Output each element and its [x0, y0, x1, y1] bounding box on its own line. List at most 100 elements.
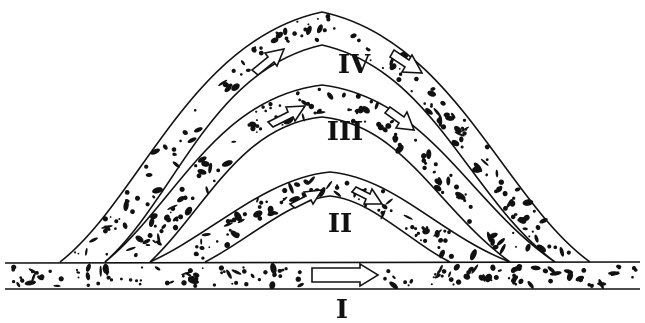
speckle-dot: [213, 180, 216, 183]
speckle-dot: [162, 143, 169, 150]
speckle-dot: [292, 31, 297, 36]
speckle-dot: [194, 164, 197, 167]
speckle-dot: [85, 248, 88, 256]
speckle-dot: [199, 245, 205, 250]
speckle-dot: [345, 181, 350, 186]
speckle-dot: [250, 46, 257, 54]
speckle-dot: [172, 153, 175, 156]
speckle-dot: [307, 23, 309, 25]
speckle-dot: [318, 88, 321, 91]
speckle-dot: [394, 133, 397, 136]
speckle-dot: [76, 269, 78, 271]
speckle-dot: [220, 271, 223, 274]
speckle-dot: [103, 268, 105, 270]
speckle-dot: [180, 187, 185, 192]
label-i: I: [336, 295, 348, 323]
speckle-dot: [467, 219, 472, 224]
speckle-dot: [201, 233, 211, 237]
speckle-dot: [231, 141, 236, 144]
speckle-dot: [114, 219, 118, 223]
speckle-dot: [356, 94, 361, 99]
speckle-dot: [194, 109, 197, 112]
speckle-dot: [285, 267, 288, 270]
speckle-dot: [465, 193, 467, 195]
speckle-dot: [454, 185, 459, 190]
speckle-dot: [535, 224, 541, 231]
speckle-dot: [258, 200, 264, 206]
speckle-dot: [390, 209, 393, 212]
speckle-dot: [547, 245, 551, 249]
speckle-dot: [434, 162, 438, 166]
speckle-dot: [161, 223, 167, 230]
speckle-dot: [145, 244, 150, 247]
speckle-dot: [76, 271, 80, 274]
speckle-dot: [399, 73, 402, 76]
speckle-dot: [423, 102, 426, 105]
speckle-dot: [182, 275, 185, 278]
speckle-dot: [430, 105, 433, 108]
speckle-dot: [96, 282, 100, 286]
speckle-dot: [282, 188, 287, 193]
speckle-dot: [514, 268, 518, 272]
speckle-dot: [297, 269, 302, 274]
speckle-dot: [446, 177, 450, 186]
fold-iv-arrow-left: [252, 49, 284, 75]
speckle-dot: [463, 119, 466, 122]
speckle-dot: [314, 37, 320, 43]
speckle-dot: [382, 67, 384, 69]
speckle-dot: [120, 278, 123, 281]
speckle-dot: [426, 149, 432, 159]
speckle-dot: [258, 205, 262, 209]
speckle-dot: [502, 190, 508, 196]
base-layer-top-line: [5, 262, 640, 263]
speckle-dot: [437, 237, 444, 244]
speckle-dot: [172, 147, 177, 152]
speckle-dot: [494, 275, 499, 280]
speckle-dot: [31, 270, 34, 273]
speckle-dot: [495, 170, 498, 178]
speckle-dot: [393, 138, 397, 142]
speckle-dot: [300, 34, 303, 37]
speckle-dot: [213, 283, 216, 286]
speckle-dot: [278, 274, 282, 278]
speckle-dot: [85, 272, 91, 281]
speckle-dot: [208, 246, 210, 248]
speckle-dot: [461, 146, 464, 149]
speckle-dot: [250, 273, 255, 279]
speckle-dot: [172, 224, 178, 230]
speckle-dot: [515, 246, 517, 248]
speckle-dot: [443, 238, 448, 243]
label-iv: IV: [338, 50, 371, 80]
speckle-dot: [411, 90, 413, 92]
speckle-dot: [170, 212, 172, 214]
speckle-dot: [554, 246, 558, 250]
speckle-dot: [231, 283, 233, 285]
speckle-dot: [144, 165, 148, 169]
speckle-dot: [531, 265, 541, 270]
speckle-dot: [441, 275, 444, 278]
speckle-dot: [110, 278, 113, 281]
speckle-dot: [431, 283, 433, 285]
speckle-dot: [438, 249, 446, 259]
speckle-dot: [110, 216, 112, 218]
speckle-dot: [524, 243, 531, 252]
speckle-dot: [559, 246, 565, 257]
speckle-dot: [386, 269, 390, 273]
speckle-dot: [532, 231, 534, 233]
speckle-dot: [295, 91, 300, 96]
speckle-dot: [534, 234, 540, 243]
speckle-dot: [226, 233, 229, 236]
speckle-dot: [78, 277, 80, 279]
speckle-dot: [316, 23, 324, 34]
speckle-dot: [195, 245, 198, 248]
speckle-dot: [282, 124, 284, 126]
speckle-dot: [309, 104, 314, 109]
speckle-dot: [414, 139, 417, 142]
speckle-dot: [135, 196, 140, 201]
speckle-dot: [410, 225, 414, 229]
speckle-dot: [99, 266, 102, 277]
speckle-dot: [548, 279, 553, 284]
speckle-dot: [326, 91, 335, 101]
speckle-dot: [385, 198, 394, 206]
